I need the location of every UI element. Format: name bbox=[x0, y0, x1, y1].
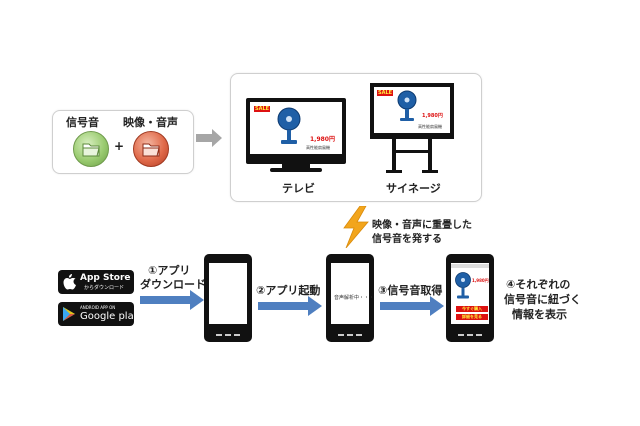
tv-caption: 高性能扇風機 bbox=[306, 145, 330, 150]
tv-fan-icon bbox=[277, 107, 301, 144]
media-label: 映像・音声 bbox=[123, 116, 178, 129]
analyzing-text: 音声解析中・・・ bbox=[334, 295, 375, 301]
tv-brand-mark: SALE bbox=[254, 106, 271, 112]
tv-stand bbox=[282, 164, 310, 169]
step2-arrow-icon bbox=[258, 296, 322, 316]
lightning-icon bbox=[343, 206, 369, 248]
tv-label: テレビ bbox=[282, 182, 315, 195]
app-store-sub: からダウンロード bbox=[84, 285, 125, 291]
broadcast-note-line2: 信号音を発する bbox=[372, 234, 442, 245]
app-store-badge[interactable]: App Store からダウンロード bbox=[58, 270, 134, 294]
signage-bar bbox=[392, 150, 432, 153]
tv-base bbox=[270, 168, 322, 172]
broadcast-note-line1: 映像・音声に重畳した bbox=[372, 220, 472, 231]
tv-price: 1,980円 bbox=[310, 136, 335, 143]
google-play-logo-icon bbox=[63, 307, 75, 321]
step1-label-line1: ①アプリ bbox=[148, 264, 191, 277]
step3-arrow-icon bbox=[380, 296, 444, 316]
phone-result bbox=[446, 254, 494, 342]
step4-label-line3: 情報を表示 bbox=[512, 308, 567, 321]
signage-label: サイネージ bbox=[386, 182, 441, 195]
google-play-small: ANDROID APP ON bbox=[80, 305, 116, 310]
apple-logo-icon bbox=[63, 274, 76, 290]
google-play-name: Google play bbox=[80, 311, 140, 322]
signage-price: 1,980円 bbox=[422, 113, 443, 119]
app-store-name: App Store bbox=[80, 273, 131, 283]
phone-analyzing bbox=[326, 254, 374, 342]
media-folder-icon bbox=[133, 131, 169, 167]
step4-label-line2: 信号音に紐づく bbox=[504, 293, 581, 306]
result-buy-button[interactable]: 今すぐ購入 bbox=[456, 306, 488, 312]
result-fan-icon bbox=[455, 272, 471, 299]
signage-brand-mark: SALE bbox=[377, 90, 394, 96]
signage-caption: 高性能扇風機 bbox=[418, 124, 442, 129]
gray-arrow-icon bbox=[196, 129, 222, 147]
step4-label-line1: ④それぞれの bbox=[506, 278, 571, 291]
plus-sign: + bbox=[114, 139, 125, 153]
signage-post-left bbox=[392, 139, 396, 171]
signage-foot-right bbox=[422, 170, 438, 173]
signage-foot-left bbox=[386, 170, 402, 173]
signage-post-right bbox=[428, 139, 432, 171]
step3-label: ③信号音取得 bbox=[378, 284, 443, 297]
signal-folder-icon bbox=[73, 131, 109, 167]
step1-arrow-icon bbox=[140, 290, 204, 310]
result-header-bar bbox=[451, 264, 489, 268]
signal-label: 信号音 bbox=[66, 116, 99, 129]
google-play-badge[interactable]: ANDROID APP ON Google play bbox=[58, 302, 140, 326]
phone-blank bbox=[204, 254, 252, 342]
result-detail-button[interactable]: 詳細を見る bbox=[456, 314, 488, 320]
signage-fan-icon bbox=[397, 90, 417, 121]
step1-label-line2: ダウンロード bbox=[140, 278, 206, 291]
result-price: 1,980円 bbox=[472, 278, 489, 283]
step2-label: ②アプリ起動 bbox=[256, 284, 321, 297]
